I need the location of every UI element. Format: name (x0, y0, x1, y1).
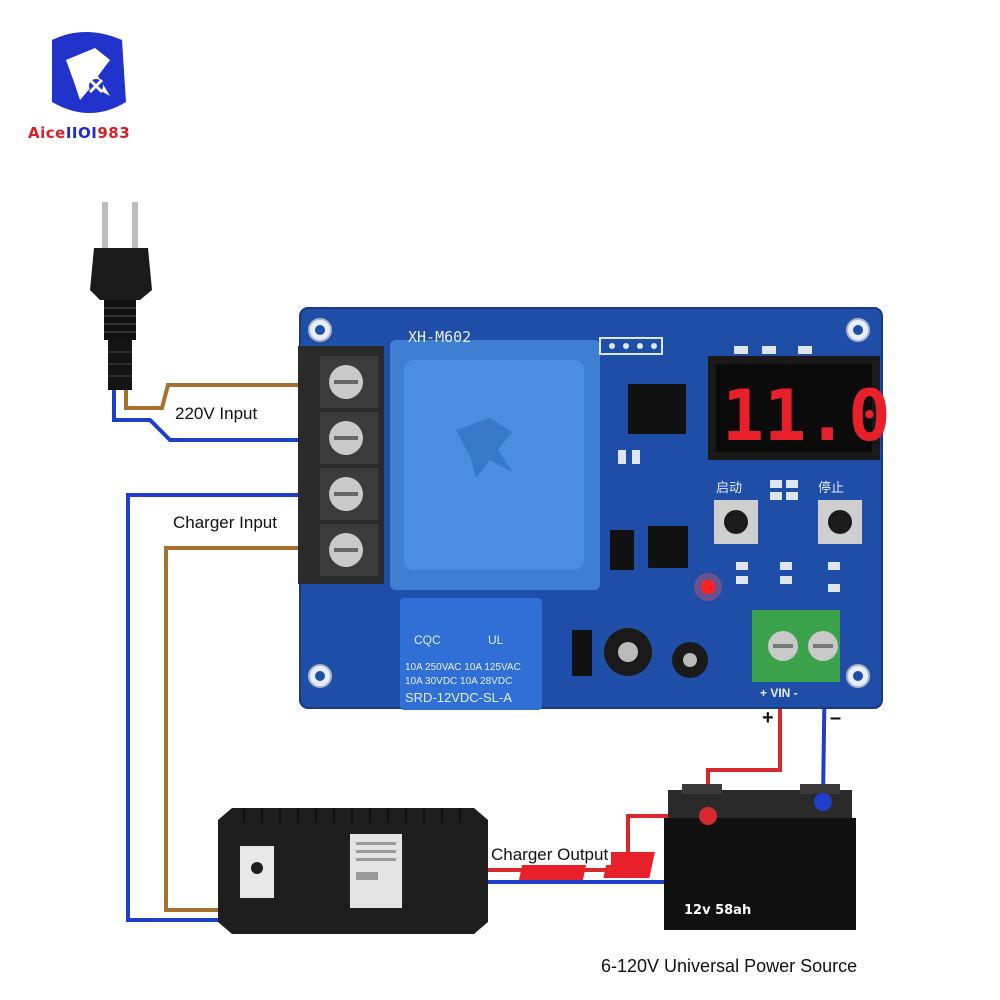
status-led (694, 573, 722, 601)
screw-terminal (320, 524, 378, 576)
transformer (390, 340, 600, 590)
negative-mark: – (830, 707, 841, 729)
seven-segment-display (708, 356, 880, 460)
positive-mark: + (762, 707, 774, 729)
board-model-text: XH-M602 (408, 328, 471, 346)
brand-logo-icon (52, 32, 126, 113)
charger-input-label: Charger Input (170, 513, 280, 533)
relay-rating-line2: 10A 30VDC 10A 28VDC (405, 676, 512, 687)
relay-ul-text: UL (488, 633, 504, 647)
relay-cert-text: CQC (414, 633, 441, 647)
brand-wordmark-part3: 983 (97, 124, 131, 142)
charger-input-brown-wire (164, 546, 330, 912)
ac-input-label: 220V Input (172, 404, 261, 424)
power-source-label: 6-120V Universal Power Source (598, 956, 861, 977)
relay-rating-line1: 10A 250VAC 10A 125VAC (405, 662, 521, 673)
screw-terminal (320, 412, 378, 464)
ac-plug-icon (90, 202, 152, 390)
start-button[interactable] (714, 500, 758, 544)
charger-adapter (218, 808, 488, 934)
stop-button[interactable] (818, 500, 862, 544)
brand-wordmark-part1: Aice (28, 124, 66, 142)
relay (400, 598, 542, 710)
start-button-label: 启动 (716, 481, 742, 496)
charge-control-board: CQC UL 10A 250VAC 10A 125VAC 10A 30VDC 1… (298, 307, 891, 710)
screw-terminal (320, 468, 378, 520)
display-value: 11.0 (722, 375, 891, 457)
charger-output-label: Charger Output (488, 845, 612, 865)
microcontroller-chip (628, 384, 686, 434)
vin-label: + VIN - (760, 686, 798, 700)
ac-input-blue-wire (112, 388, 330, 442)
stop-button-label: 停止 (818, 480, 844, 496)
battery-spec: 12v 58ah (684, 903, 751, 918)
battery-brand-1: AtlasBX (717, 863, 780, 879)
ac-input-brown-wire (124, 383, 330, 410)
charger-input-blue-wire (126, 493, 330, 922)
brand-wordmark-part2: IIOI (65, 124, 98, 142)
relay-model-text: SRD-12VDC-SL-A (405, 690, 512, 705)
screw-terminal (320, 356, 378, 408)
brand-wordmark: AiceIIOI983 (28, 124, 130, 142)
battery (518, 784, 856, 930)
battery-brand-2: Black (792, 860, 833, 875)
vin-terminal (752, 610, 840, 682)
